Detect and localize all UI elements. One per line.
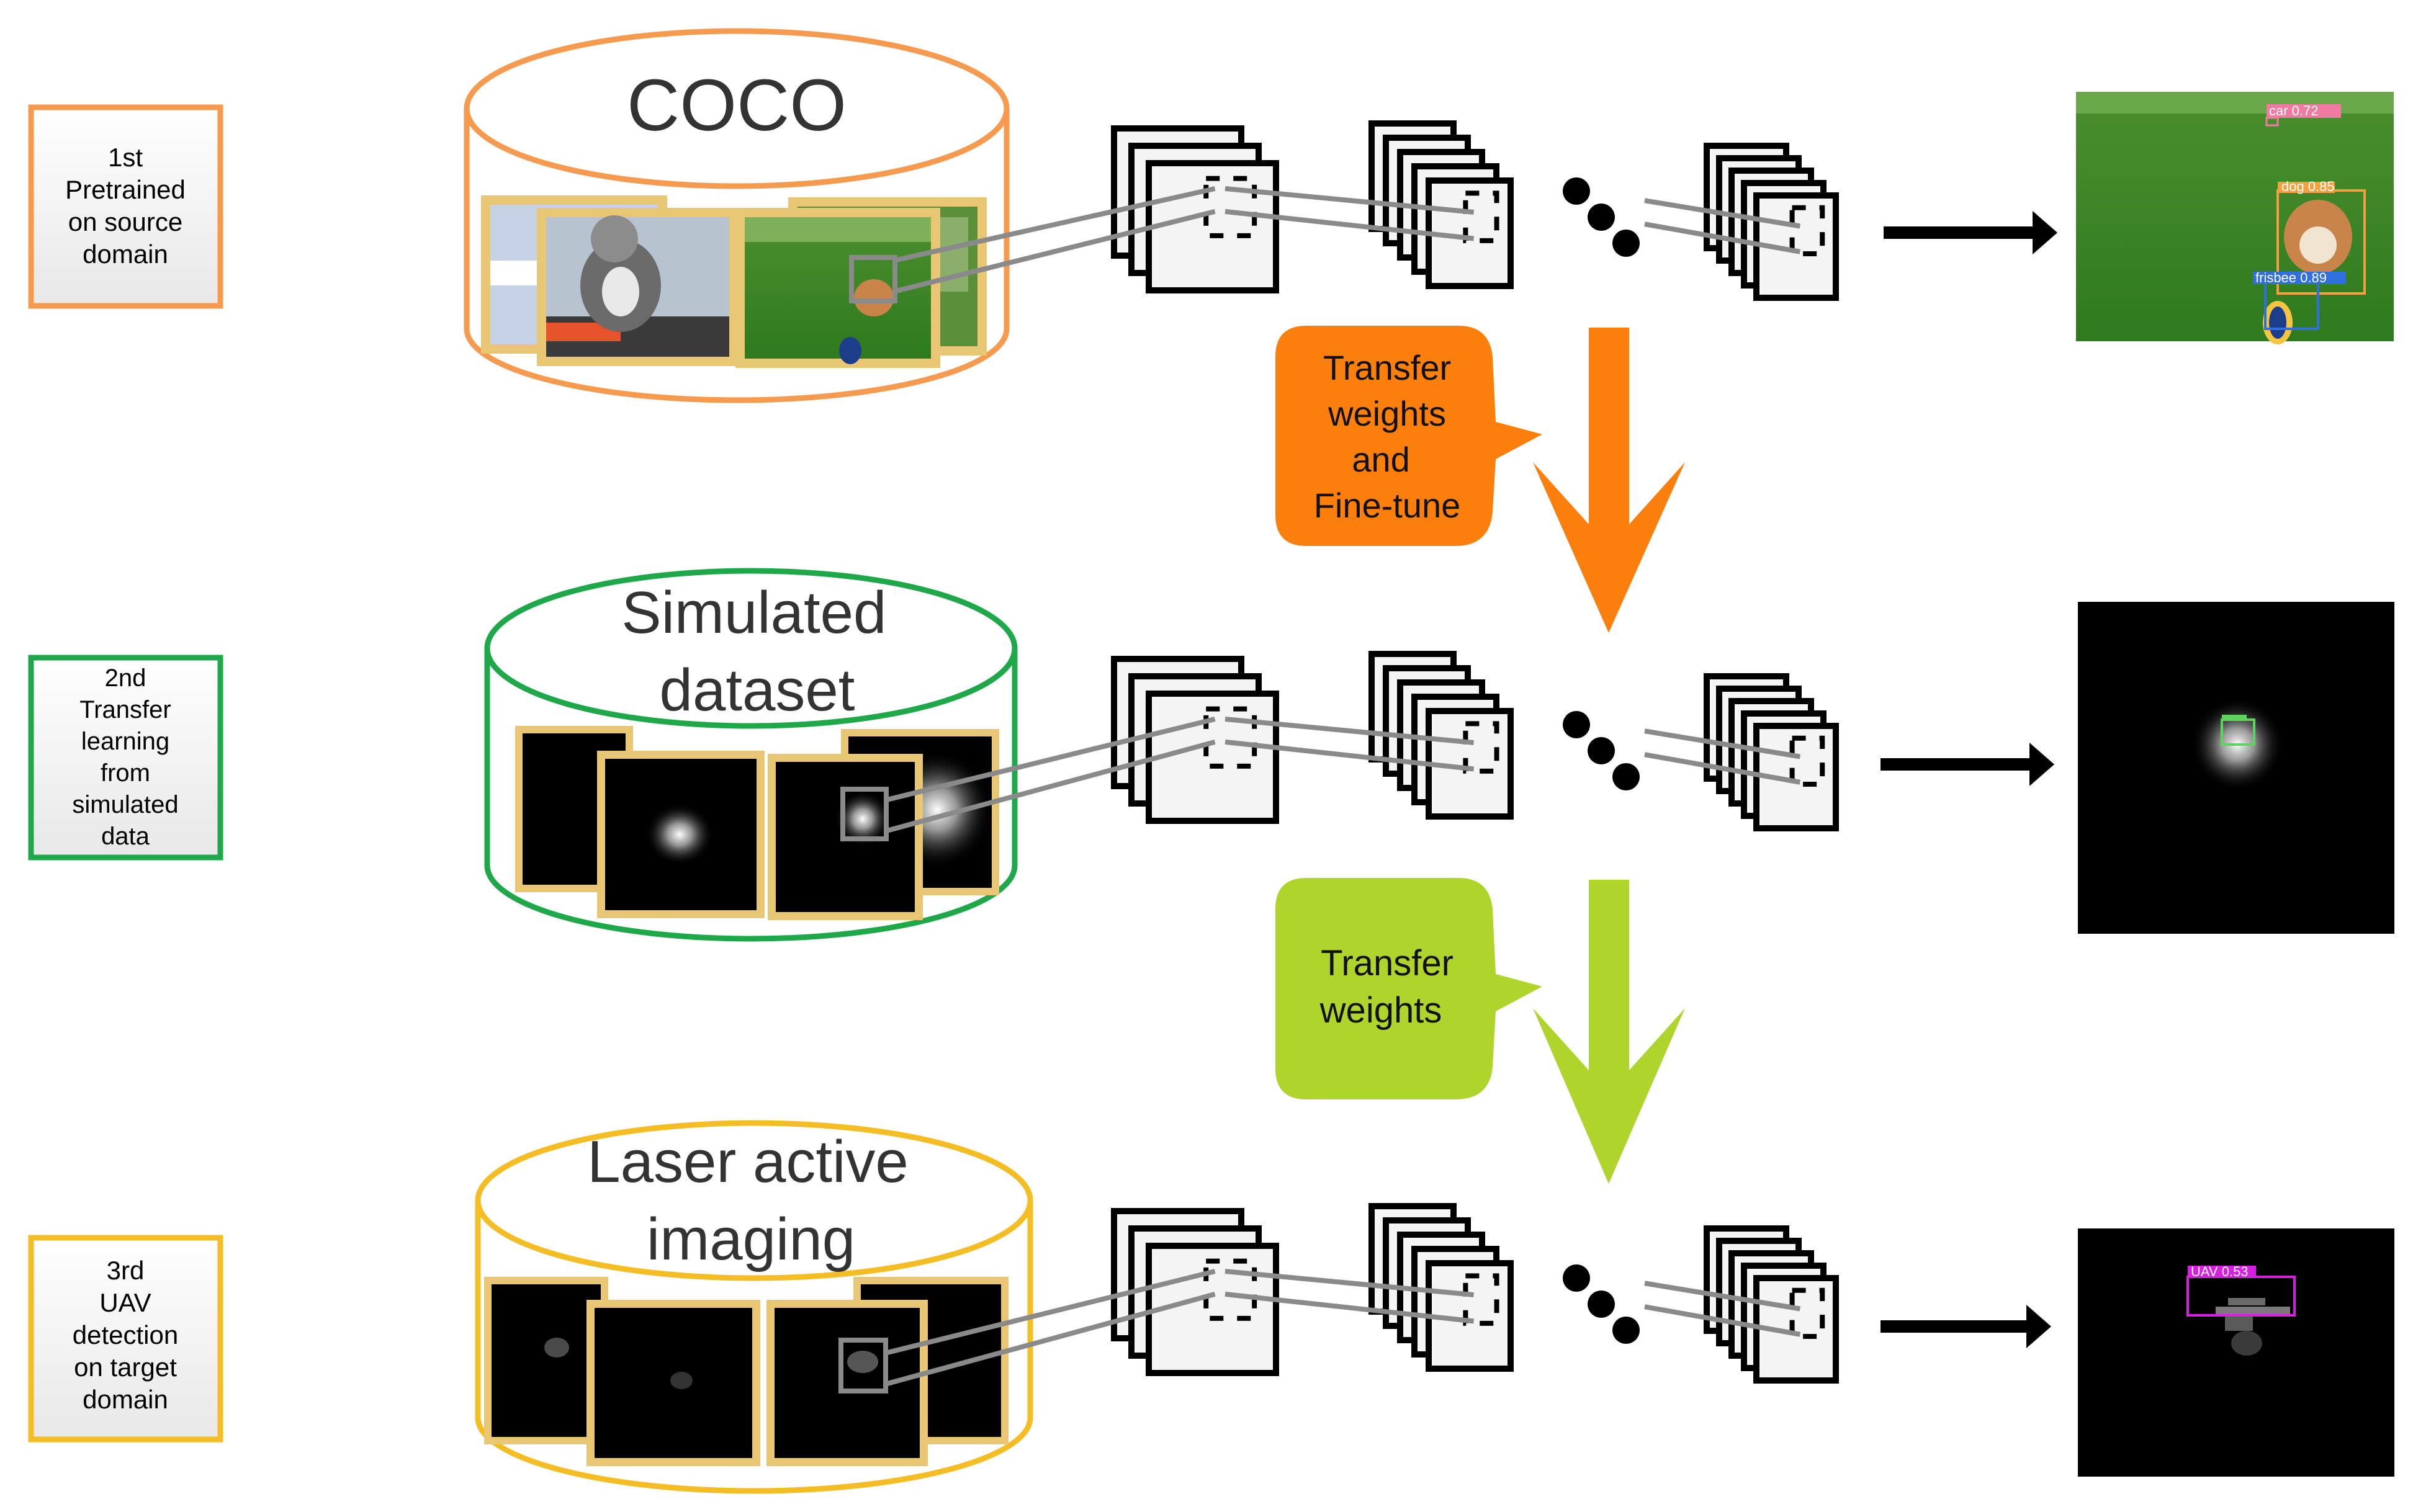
connector-line-r2: [884, 717, 1216, 803]
stage3-label-box: 3rd UAV detection on target domain: [28, 1235, 223, 1443]
simulated-sample-images: [515, 726, 999, 920]
stage1-desc-line: Pretrained: [65, 175, 186, 204]
ellipsis-dot-r2: [1588, 737, 1615, 764]
stage3-desc-line: UAV: [99, 1288, 151, 1317]
simulated-title-line: dataset: [660, 657, 855, 723]
stage3-desc-line: domain: [83, 1385, 168, 1414]
stage3-desc-line: on target: [74, 1353, 177, 1382]
cnn-layer-r3-s1: [1146, 1243, 1279, 1376]
kernel-marker-r1-s2: [1463, 190, 1499, 243]
connector-line-r1: [1224, 208, 1475, 241]
kernel-marker-r1-s3: [1789, 205, 1825, 257]
ellipsis-dot-r2: [1563, 711, 1590, 738]
transfer2-down-arrow: [1533, 880, 1685, 1184]
transfer2-line: Transfer: [1321, 943, 1454, 983]
stage1-step: 1st: [108, 143, 143, 172]
stage2-desc-line: Transfer: [79, 696, 171, 723]
connector-line-r1: [893, 209, 1216, 294]
transfer1-down-arrow: [1533, 328, 1685, 633]
transfer1-line: weights: [1328, 394, 1446, 433]
connector-line-r2: [883, 740, 1216, 834]
uav-detection-result: UAV 0.53: [2078, 1228, 2394, 1477]
cnn-layer-r1-s1: [1146, 160, 1279, 293]
detection-label-uav: UAV 0.53: [2191, 1264, 2249, 1279]
connector-line-r3: [1644, 1281, 1801, 1312]
transfer1-line: and: [1352, 440, 1409, 479]
kernel-marker-r2-s3: [1789, 735, 1825, 787]
cnn-layer-stacks: [883, 120, 1839, 1386]
connector-line-r1: [1644, 198, 1801, 229]
stage2-desc-line: learning: [81, 728, 169, 755]
coco-title: COCO: [627, 65, 847, 146]
ellipsis-dot-r3: [1588, 1291, 1615, 1318]
simulated-detection-result: [2078, 602, 2394, 934]
stage3-step: 3rd: [107, 1256, 145, 1285]
connector-line-r2: [1224, 717, 1474, 745]
laser-dataset-cylinder: Laser active imaging: [475, 1120, 1033, 1494]
ellipsis-dot-r1: [1612, 230, 1640, 257]
connector-line-r3: [886, 1292, 1216, 1386]
simulated-title-line: Simulated: [622, 579, 887, 646]
stage1-label-box: 1st Pretrained on source domain: [28, 104, 223, 309]
output-arrow-1: [1884, 211, 2057, 254]
kernel-marker-r2-s2: [1463, 721, 1499, 774]
stage2-label-box: 2nd Transfer learning from simulated dat…: [28, 655, 223, 861]
detection-label-frisbee: frisbee 0.89: [2255, 270, 2327, 285]
ellipsis-dot-r2: [1612, 763, 1640, 790]
stage2-desc-line: from: [101, 759, 150, 787]
ellipsis-dot-r3: [1612, 1317, 1640, 1344]
kernel-marker-r3-s2: [1463, 1273, 1499, 1326]
ellipsis-dot-r1: [1563, 177, 1590, 205]
transfer2-callout: Transfer weights: [1275, 878, 1685, 1184]
stage2-step: 2nd: [105, 664, 146, 692]
stage1-desc-line: on source: [68, 207, 182, 236]
transfer1-line: Transfer: [1323, 348, 1451, 387]
coco-detection-result: dog 0.85 frisbee 0.89 car 0.72: [2076, 92, 2394, 344]
laser-title-line: Laser active: [587, 1129, 909, 1195]
kernel-marker-r3-s3: [1789, 1287, 1825, 1340]
detection-label-car: car 0.72: [2269, 103, 2319, 119]
stage1-desc-line: domain: [83, 239, 168, 269]
output-arrow-3: [1881, 1305, 2051, 1348]
detection-label-dog: dog 0.85: [2281, 179, 2335, 194]
connector-line-r1: [893, 186, 1216, 263]
stage2-desc-line: data: [101, 823, 150, 850]
transfer1-line: Fine-tune: [1314, 486, 1461, 525]
connector-line-r3: [1224, 1291, 1475, 1324]
stage3-desc-line: detection: [73, 1320, 178, 1349]
simulated-dataset-cylinder: Simulated dataset: [484, 568, 1018, 942]
output-arrow-2: [1881, 743, 2054, 786]
transfer2-line: weights: [1319, 990, 1442, 1031]
connector-line-r1: [1224, 186, 1474, 215]
ellipsis-dot-r3: [1563, 1264, 1590, 1292]
connector-line-r3: [887, 1269, 1216, 1355]
coco-dataset-cylinder: COCO: [464, 28, 1010, 403]
stage2-desc-line: simulated: [72, 791, 178, 818]
transfer1-callout: Transfer weights and Fine-tune: [1275, 326, 1685, 633]
ellipsis-dot-r1: [1588, 204, 1615, 231]
connector-line-r1: [1644, 221, 1801, 254]
cnn-layer-r2-s1: [1146, 691, 1279, 824]
coco-sample-images: [481, 195, 987, 368]
connector-line-r3: [1224, 1269, 1474, 1297]
laser-sample-images: [484, 1277, 1009, 1466]
connector-line-r2: [1644, 752, 1801, 785]
laser-title-line: imaging: [647, 1206, 855, 1273]
connector-line-r2: [1224, 739, 1475, 772]
connector-line-r2: [1644, 728, 1801, 759]
connector-line-r3: [1644, 1304, 1801, 1337]
